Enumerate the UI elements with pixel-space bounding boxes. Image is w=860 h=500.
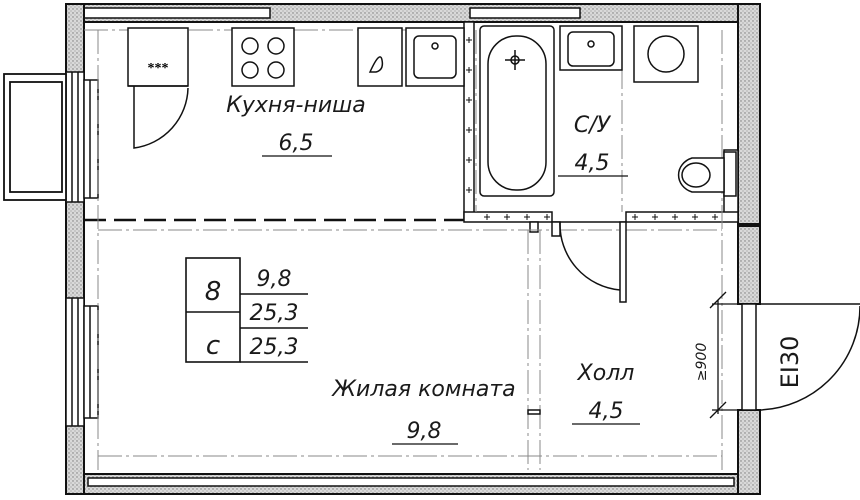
- water-heater: [357, 27, 403, 87]
- balcony-box: [3, 73, 67, 201]
- right-wall-lower: [737, 409, 761, 495]
- summary-table: [185, 257, 308, 363]
- hall-name: Холл: [577, 361, 635, 386]
- bathroom-sink: [559, 25, 623, 71]
- bathroom-area: 4,5: [575, 151, 610, 176]
- entrance-door: [741, 303, 860, 411]
- bathroom-bottom-wall-b: [625, 211, 739, 223]
- stove: [231, 27, 295, 87]
- living-name: Жилая комната: [330, 377, 515, 402]
- kitchen-name: Кухня-ниша: [226, 93, 366, 118]
- kitchen-area: 6,5: [279, 131, 314, 156]
- summary-total-area-2: 25,3: [250, 335, 299, 360]
- living-area: 9,8: [407, 419, 442, 444]
- apartment-number: 8: [205, 277, 222, 307]
- partition-marks: [466, 37, 718, 220]
- toilet: [677, 151, 737, 197]
- apartment-type-letter: с: [206, 331, 220, 361]
- bathroom-name: С/У: [574, 113, 612, 138]
- summary-total-area-1: 25,3: [250, 301, 299, 326]
- window-upper: [65, 71, 99, 203]
- door-width-label: ≥900: [694, 343, 710, 382]
- bathtub: [479, 25, 555, 197]
- right-wall-pier: [737, 225, 761, 305]
- summary-living-area: 9,8: [257, 267, 292, 292]
- hall-door: [551, 221, 627, 303]
- fridge: [127, 27, 189, 149]
- window-lower: [65, 297, 99, 427]
- fridge-marks: ***: [148, 61, 169, 76]
- washing-machine: [633, 25, 699, 83]
- right-wall-upper: [737, 3, 761, 225]
- hall-area: 4,5: [589, 399, 624, 424]
- hall-lower-wall: [527, 409, 541, 415]
- hall-wall-stub: [529, 221, 539, 233]
- fire-rating-label: EI30: [776, 336, 804, 389]
- kitchen-sink: [405, 27, 465, 87]
- door-width-dimension: [709, 291, 738, 419]
